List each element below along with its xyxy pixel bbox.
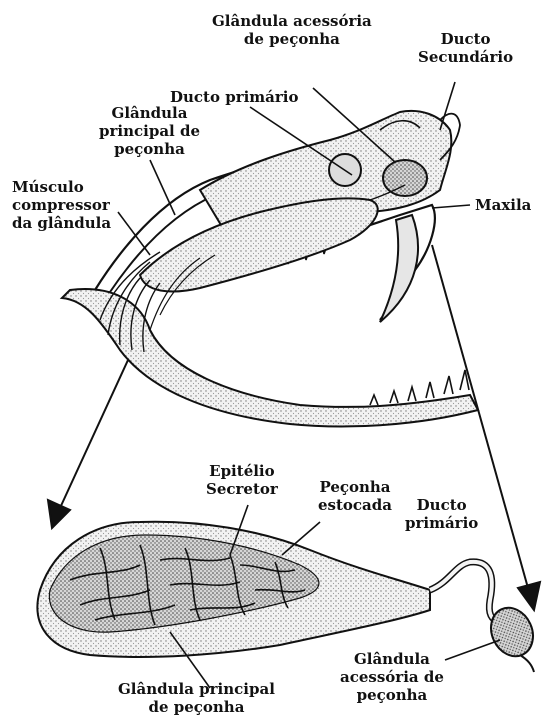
label-accessory-gland-top: Glândula acessória de peçonha	[212, 12, 372, 48]
mandible	[62, 289, 478, 426]
label-main-gland-top: Glândula principal de peçonha	[99, 104, 200, 158]
label-stored-venom: Peçonha estocada	[318, 478, 392, 514]
label-secondary-duct: Ducto Secundário	[418, 30, 513, 66]
accessory-gland-upper	[383, 160, 427, 196]
label-primary-duct-bottom: Ducto primário	[405, 496, 478, 532]
label-secretory-epithelium: Epitélio Secretor	[206, 462, 278, 498]
label-maxilla: Maxila	[475, 196, 531, 214]
snake-skull	[62, 111, 478, 427]
label-accessory-gland-bottom: Glândula acessória de peçonha	[340, 650, 444, 704]
isolated-gland	[37, 522, 540, 672]
fang	[380, 215, 418, 322]
main-gland-upper	[140, 198, 378, 291]
label-compressor-muscle: Músculo compressor da glândula	[12, 178, 111, 232]
label-main-gland-bottom: Glândula principal de peçonha	[118, 680, 275, 716]
